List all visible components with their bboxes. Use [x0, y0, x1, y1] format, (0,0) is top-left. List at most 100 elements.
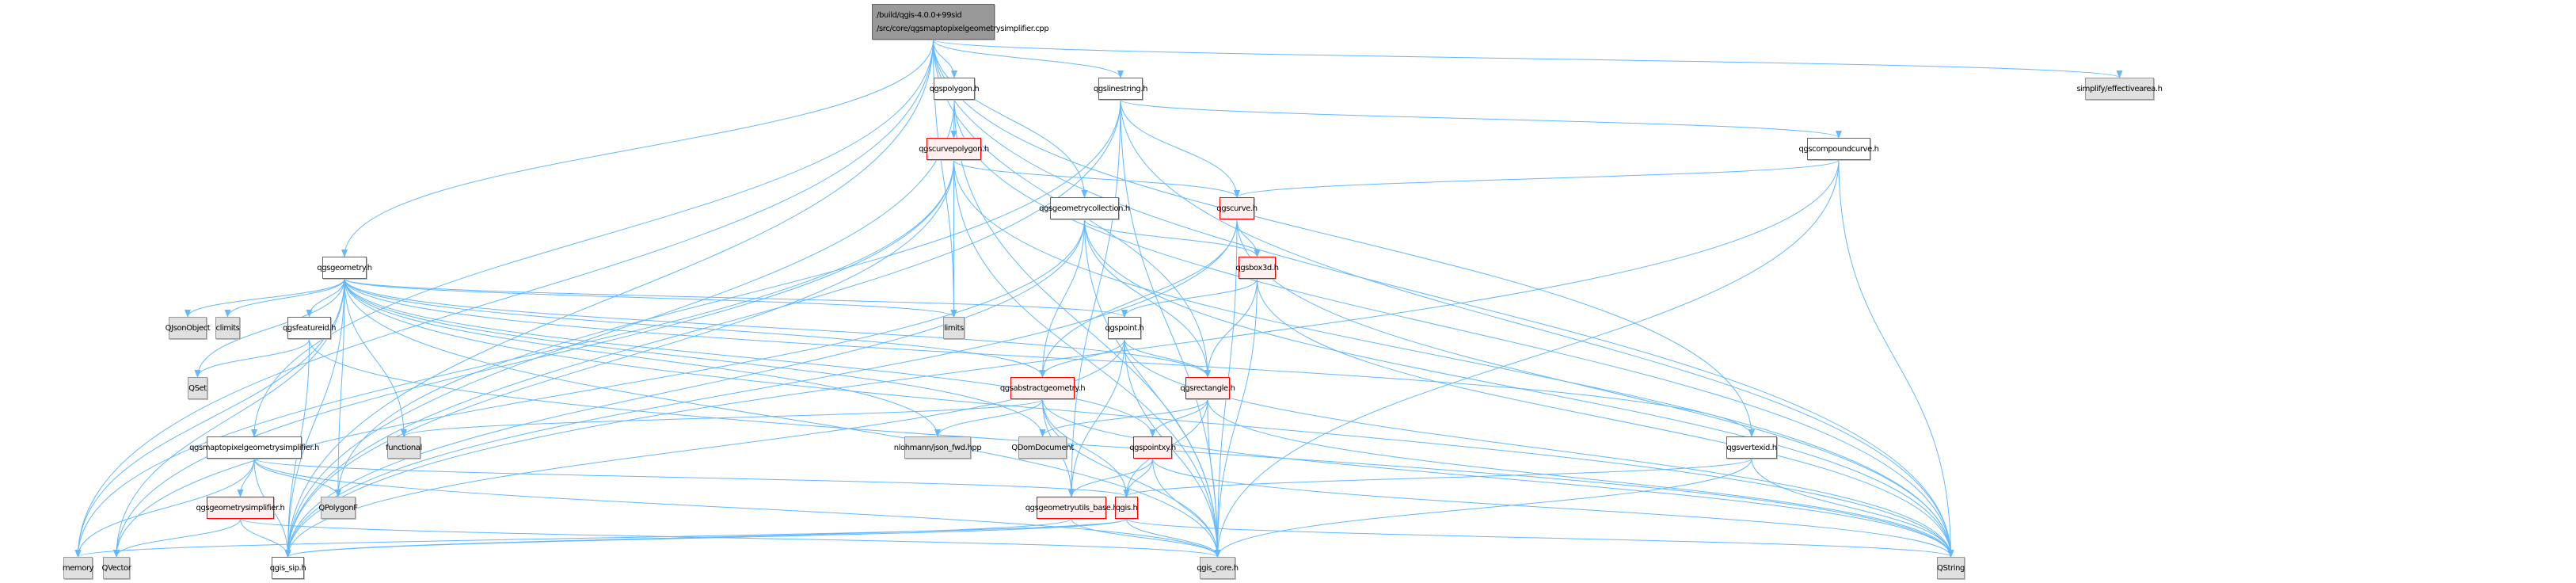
- edge-root-to-qgsgeometrycollection: [933, 39, 1088, 198]
- root-file-node[interactable]: /build/qgis-4.0.0+99sid /src/core/qgsmap…: [872, 4, 1049, 40]
- node-qgsmaptopixel[interactable]: qgsmaptopixelgeometrysimplifier.h: [189, 436, 319, 459]
- edge-qgsgeometry-to-qgsvertexid: [344, 278, 1755, 437]
- node-qgscurve[interactable]: qgscurve.h: [1216, 197, 1258, 219]
- edge-qgsabstractgeometry-to-QString: [1042, 398, 1954, 558]
- node-qgsgeometryutils-base[interactable]: qgsgeometryutils_base.h: [1025, 497, 1118, 519]
- edge-qgsvertexid-to-QString: [1751, 458, 1954, 558]
- edge-qgsgeometrycollection-to-qgsbox3d: [1084, 219, 1261, 257]
- node-qgsgeometrycollection[interactable]: qgsgeometrycollection.h: [1039, 197, 1130, 219]
- edge-qgsgeometrycollection-to-qgis_sip: [284, 219, 1085, 558]
- edge-qgsgeometry-to-climits: [224, 278, 345, 318]
- node-label: qgsgeometrycollection.h: [1039, 204, 1130, 213]
- edge-root-to-qgsgeometry: [341, 39, 934, 257]
- node-label: qgsvertexid.h: [1726, 443, 1777, 452]
- edge-qgspointxy-to-QString: [1152, 458, 1954, 558]
- node-label: qgsgeometryutils_base.h: [1025, 503, 1118, 513]
- edge-qgsgeometry-to-QDomDocument: [344, 278, 1046, 437]
- edge-root-to-qgsmaptopixel: [251, 39, 934, 437]
- node-qgsgeometrysimplifier[interactable]: qgsgeometrysimplifier.h: [196, 497, 285, 519]
- edge-qgsgeometrycollection-to-qgsabstractgeometry: [1039, 219, 1085, 378]
- node-label: qgsgeometry.h: [317, 263, 372, 272]
- edge-qgsrectangle-to-qgspointxy: [1149, 398, 1208, 437]
- node-qgis-core[interactable]: qgis_core.h: [1197, 557, 1239, 579]
- edge-qgsgeometrysimplifier-to-qgis_core: [240, 518, 1221, 558]
- node-label: qgsmaptopixelgeometrysimplifier.h: [189, 443, 319, 452]
- edge-qgspointxy-to-qgis_core: [1152, 458, 1221, 558]
- edge-qgscurvepolygon-to-qgis_core: [953, 159, 1221, 558]
- node-memory[interactable]: memory: [62, 557, 94, 579]
- node-qgsrectangle[interactable]: qgsrectangle.h: [1180, 377, 1235, 399]
- node-climits[interactable]: climits: [215, 317, 240, 339]
- node-qgis-sip[interactable]: qgis_sip.h: [269, 557, 306, 579]
- node-label: qgsrectangle.h: [1180, 383, 1235, 393]
- node-qjsonobject[interactable]: QJsonObject: [166, 317, 211, 339]
- edge-root-to-effectivearea: [933, 39, 2122, 78]
- node-qgsgeometry[interactable]: qgsgeometry.h: [317, 257, 372, 279]
- node-qvector[interactable]: QVector: [102, 557, 131, 579]
- edge-qgsmaptopixel-to-qgsgeometrysimplifier: [237, 458, 255, 497]
- edge-qgspoint-to-qgsrectangle: [1124, 338, 1211, 378]
- edge-qgsgeometry-to-limits: [344, 278, 957, 318]
- node-label: memory: [62, 563, 94, 573]
- edge-qgscurvepolygon-to-qgscurve: [953, 159, 1240, 198]
- node-qstring[interactable]: QString: [1937, 557, 1965, 579]
- node-qgspolygon[interactable]: qgspolygon.h: [930, 78, 980, 100]
- node-qgis[interactable]: qgis.h: [1115, 497, 1138, 519]
- edge-qgsgeometry-to-qgspointxy: [344, 278, 1156, 437]
- node-qgspointxy[interactable]: qgspointxy.h: [1129, 436, 1176, 459]
- node-functional[interactable]: functional: [386, 436, 422, 459]
- node-label: qgsabstractgeometry.h: [999, 383, 1086, 393]
- edge-qgsgeometrycollection-to-qgsrectangle: [1084, 219, 1211, 378]
- root-file-path-line1: /build/qgis-4.0.0+99sid: [877, 10, 962, 20]
- edge-qgslinestring-to-QPolygonF: [335, 99, 1121, 497]
- node-label: QJsonObject: [165, 323, 211, 333]
- node-effectivearea[interactable]: simplify/effectivearea.h: [2076, 78, 2163, 100]
- node-nlohmann[interactable]: nlohmann/json_fwd.hpp: [894, 436, 982, 459]
- edge-qgsvertexid-to-qgis_core: [1214, 458, 1752, 558]
- node-qset[interactable]: QSet: [188, 377, 207, 399]
- edge-root-to-qgsvertexid: [933, 39, 1755, 437]
- node-qgscompoundcurve[interactable]: qgscompoundcurve.h: [1798, 138, 1879, 160]
- edge-qgspoint-to-qgsabstractgeometry: [1039, 338, 1125, 378]
- edge-qgscurve-to-qgis_sip: [284, 219, 1238, 558]
- edge-qgspolygon-to-qgis_sip: [284, 99, 955, 558]
- edge-qgspoint-to-QString: [1124, 338, 1954, 558]
- node-qgsabstractgeometry[interactable]: qgsabstractgeometry.h: [1000, 377, 1086, 399]
- node-label: qgscurvepolygon.h: [919, 144, 989, 154]
- edge-qgsabstractgeometry-to-qgis_core: [1042, 398, 1221, 558]
- node-label: limits: [944, 323, 964, 333]
- edge-qgsgeometry-to-QVector: [113, 278, 345, 558]
- edge-qgsgeometrycollection-to-QVector: [113, 219, 1085, 558]
- node-label: functional: [386, 443, 422, 452]
- node-label: qgslinestring.h: [1093, 84, 1148, 93]
- node-qgspoint[interactable]: qgspoint.h: [1105, 317, 1144, 339]
- node-label: nlohmann/json_fwd.hpp: [893, 443, 982, 452]
- node-qgscurvepolygon[interactable]: qgscurvepolygon.h: [919, 138, 989, 160]
- edge-qgsgeometry-to-QSet: [194, 278, 345, 378]
- node-label: qgscurve.h: [1216, 204, 1258, 213]
- node-label: qgis.h: [1115, 503, 1138, 513]
- node-limits[interactable]: limits: [943, 317, 965, 339]
- node-qgsfeatureid[interactable]: qgsfeatureid.h: [283, 317, 336, 339]
- edge-qgis-to-QString: [1126, 518, 1954, 558]
- edge-qgspointxy-to-qgsgeometryutils_base: [1068, 458, 1153, 497]
- edge-qgsbox3d-to-QString: [1257, 278, 1954, 558]
- edge-qgspolygon-to-QString: [953, 99, 1954, 558]
- edge-qgsgeometrysimplifier-to-QVector: [113, 518, 241, 558]
- node-label: qgsgeometrysimplifier.h: [196, 503, 285, 513]
- edge-qgslinestring-to-qgscurve: [1120, 99, 1240, 198]
- node-qpolygonf[interactable]: QPolygonF: [318, 497, 358, 519]
- node-label: qgis_sip.h: [269, 563, 306, 573]
- node-qgsbox3d[interactable]: qgsbox3d.h: [1235, 257, 1279, 279]
- edge-root-to-qgis_sip: [284, 39, 934, 558]
- edge-qgscurvepolygon-to-QVector: [113, 159, 954, 558]
- node-label: qgspolygon.h: [929, 84, 980, 93]
- edge-qgsfeatureid-to-QSet: [194, 338, 310, 378]
- edge-qgscurve-to-qgsabstractgeometry: [1039, 219, 1238, 378]
- node-qdomdocument[interactable]: QDomDocument: [1011, 436, 1074, 459]
- edge-qgsvertexid-to-qgis: [1123, 458, 1752, 497]
- node-label: qgspointxy.h: [1129, 443, 1176, 452]
- node-qgsvertexid[interactable]: qgsvertexid.h: [1726, 436, 1777, 459]
- node-qgslinestring[interactable]: qgslinestring.h: [1094, 78, 1147, 100]
- edge-qgsmaptopixel-to-qgis: [253, 458, 1130, 497]
